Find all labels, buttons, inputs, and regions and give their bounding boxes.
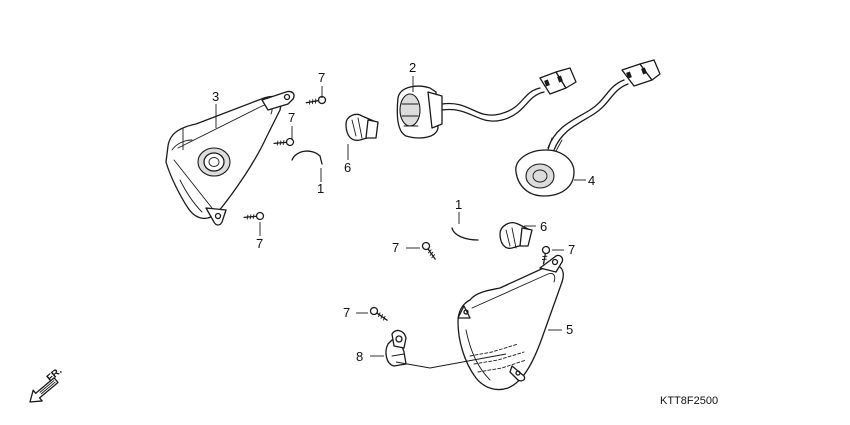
callout-7: 7 xyxy=(318,70,325,85)
part-4-socket-harness xyxy=(515,59,661,197)
part-8-clamp xyxy=(385,329,407,367)
callout-7: 7 xyxy=(256,236,263,251)
callout-6: 6 xyxy=(540,219,547,234)
front-direction-arrow xyxy=(29,377,59,403)
front-direction-label: FR. xyxy=(45,365,65,384)
callout-4: 4 xyxy=(588,173,595,188)
callout-6: 6 xyxy=(344,160,351,175)
part-3-left-winker-housing xyxy=(165,90,295,226)
leader-lines xyxy=(215,76,564,369)
callout-2: 2 xyxy=(409,60,416,75)
part-5-right-winker-lens xyxy=(457,254,564,391)
callouts: 7 7 7 3 2 1 6 4 1 6 7 7 7 5 8 xyxy=(212,60,595,364)
callout-5: 5 xyxy=(566,322,573,337)
callout-7: 7 xyxy=(288,110,295,125)
part-2-socket-harness xyxy=(396,67,577,139)
drawing-code: KTT8F2500 xyxy=(660,395,718,407)
callout-7: 7 xyxy=(392,240,399,255)
part-6-bulbs xyxy=(345,113,533,249)
callout-3: 3 xyxy=(212,89,219,104)
callout-1: 1 xyxy=(317,181,324,196)
part-7-screws xyxy=(243,95,551,321)
callout-8: 8 xyxy=(356,349,363,364)
callout-1: 1 xyxy=(455,197,462,212)
part-1-clips xyxy=(291,150,479,241)
callout-7: 7 xyxy=(343,305,350,320)
callout-7: 7 xyxy=(568,242,575,257)
